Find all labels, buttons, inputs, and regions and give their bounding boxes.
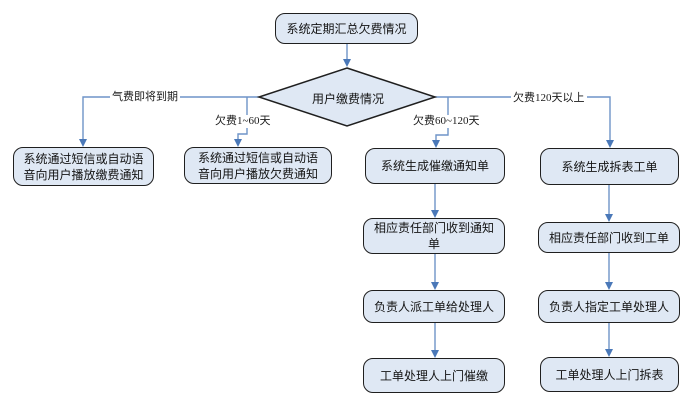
node-dept-receive-notice: 相应责任部门收到通知单 [363,218,505,254]
node-decision: 用户缴费情况 [288,90,408,107]
arrowhead-visit-remove [605,349,613,357]
connector-decision-to-notify-due [82,96,259,139]
arrowhead-notify-arrears [234,139,242,147]
node-decision-label: 用户缴费情况 [311,92,384,106]
node-notify-due-label: 系统通过短信或自动语音向用户播放缴费通知 [23,151,144,182]
arrowhead-decision [343,59,351,67]
node-start: 系统定期汇总欠费情况 [275,13,418,44]
node-dept-receive-order: 相应责任部门收到工单 [538,222,680,253]
node-assign-collect-label: 负责人派工单给处理人 [373,299,494,314]
node-visit-collect-label: 工单处理人上门催缴 [379,368,488,383]
node-start-label: 系统定期汇总欠费情况 [286,21,407,36]
node-dept-receive-notice-label: 相应责任部门收到通知单 [373,221,494,251]
node-dept-receive-order-label: 相应责任部门收到工单 [548,230,669,245]
arrowhead-assign-handler [605,282,613,290]
node-gen-notice-label: 系统生成催缴通知单 [380,159,489,173]
branch-label-days-1-60: 欠费1~60天 [213,115,273,128]
node-assign-handler-label: 负责人指定工单处理人 [548,299,669,314]
branch-label-days-120-plus-text: 欠费120天以上 [513,92,585,104]
node-visit-collect: 工单处理人上门催缴 [363,358,505,393]
connector-decision-to-gen-removal [435,96,611,140]
arrowhead-dept-notice [431,210,439,218]
arrowhead-visit-collect [431,350,439,358]
branch-label-days-120-plus: 欠费120天以上 [511,92,587,105]
arrowhead-gen-notice [432,140,440,148]
branch-label-days-60-120: 欠费60~120天 [411,115,482,128]
node-visit-remove-meter-label: 工单处理人上门拆表 [555,367,664,382]
node-visit-remove-meter: 工单处理人上门拆表 [540,357,679,392]
branch-label-due-soon: 气费即将到期 [110,91,180,104]
arrowhead-gen-removal [606,140,614,148]
node-notify-arrears: 系统通过短信或自动语音向用户播放欠费通知 [184,147,332,184]
branch-label-days-1-60-text: 欠费1~60天 [215,115,271,127]
node-gen-removal-order: 系统生成拆表工单 [540,148,679,185]
node-gen-notice: 系统生成催缴通知单 [365,148,505,184]
node-assign-collect: 负责人派工单给处理人 [363,290,505,323]
arrowhead-dept-order [605,214,613,222]
branch-label-days-60-120-text: 欠费60~120天 [413,115,480,127]
node-notify-due: 系统通过短信或自动语音向用户播放缴费通知 [13,147,154,186]
branch-label-due-soon-text: 气费即将到期 [112,91,178,103]
node-gen-removal-order-label: 系统生成拆表工单 [561,159,658,174]
node-notify-arrears-label: 系统通过短信或自动语音向用户播放欠费通知 [197,150,318,181]
node-assign-handler: 负责人指定工单处理人 [538,290,680,323]
arrowhead-notify-due [79,139,87,147]
arrowhead-assign-collect [431,282,439,290]
decision-diamond-shape [256,67,438,127]
